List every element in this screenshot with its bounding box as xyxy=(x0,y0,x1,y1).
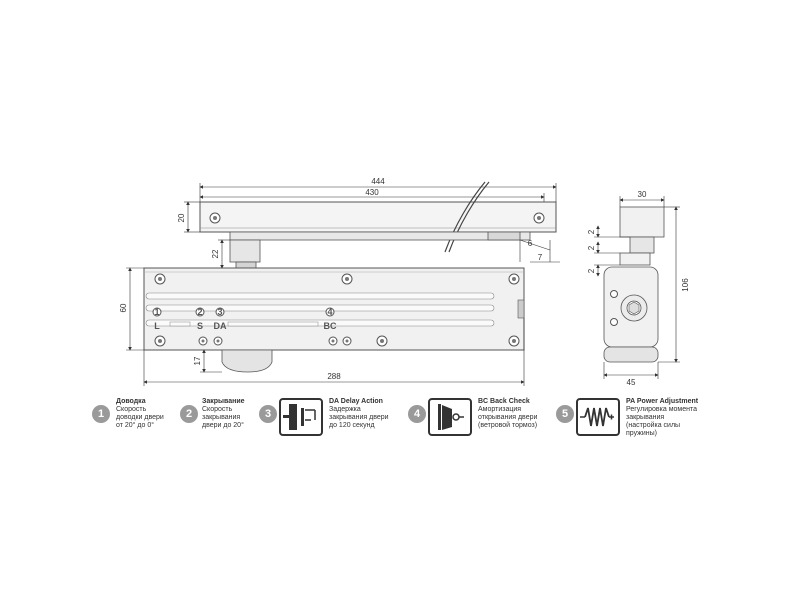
legend-line: от 20° до 0° xyxy=(116,422,155,429)
dim-6: 6 xyxy=(528,239,533,248)
side-view xyxy=(603,206,665,363)
closer-body: 1 2 3 4 L S DA BC xyxy=(143,267,525,373)
legend-text-3: DA Delay Action Задержка закрывания двер… xyxy=(329,398,399,430)
legend-number-1: 1 xyxy=(92,405,110,423)
dim-444: 444 xyxy=(371,177,385,186)
door-delay-icon xyxy=(279,398,323,436)
label-l: L xyxy=(154,321,160,331)
legend-title-1: Доводка xyxy=(116,398,146,405)
dim-2-top: 2 xyxy=(587,229,596,234)
legend-line: закрывания двери xyxy=(329,414,389,421)
door-backcheck-svg xyxy=(438,404,464,430)
dim-7: 7 xyxy=(538,253,543,262)
legend-line: Амортизация xyxy=(478,406,522,413)
legend-number-4: 4 xyxy=(408,405,426,423)
legend-line: Регулировка момента xyxy=(626,406,698,413)
valve-number-2: 2 xyxy=(197,307,202,317)
valve-3-icon: 3 xyxy=(215,307,225,317)
valve-number-4: 4 xyxy=(327,307,332,317)
legend-title-2: Закрывание xyxy=(202,398,245,405)
dim-288: 288 xyxy=(327,372,341,381)
legend-item-1: 1 Доводка Скорость доводки двери от 20° … xyxy=(92,398,182,442)
label-bc: BC xyxy=(324,321,337,331)
legend-line: закрывания xyxy=(202,414,241,421)
legend-line: (ветровой тормоз) xyxy=(478,422,538,429)
legend-line: пружины) xyxy=(626,430,658,437)
legend-line: доводки двери xyxy=(116,414,164,421)
dim-45: 45 xyxy=(627,378,636,387)
door-delay-svg xyxy=(283,404,316,430)
legend-item-4: 4 BC Back Check Амортизация открывания д… xyxy=(408,398,558,442)
legend-title-4: BC Back Check xyxy=(478,398,530,405)
valve-number-3: 3 xyxy=(217,307,222,317)
dim-60: 60 xyxy=(119,303,128,312)
legend-line: двери до 20° xyxy=(202,422,244,429)
door-backcheck-icon xyxy=(428,398,472,436)
dim-22: 22 xyxy=(211,249,220,258)
legend-line: Скорость xyxy=(116,406,147,413)
front-dimensions xyxy=(126,183,560,386)
side-dimension-labels: 30 2 2 2 106 45 xyxy=(587,190,690,387)
valve-2-icon: 2 xyxy=(195,307,205,317)
legend-item-3: 3 DA Delay Action Задержка закрывания дв… xyxy=(259,398,394,442)
dim-30: 30 xyxy=(638,190,647,199)
legend-number-3: 3 xyxy=(259,405,277,423)
legend-line: Задержка xyxy=(329,406,361,413)
dim-106: 106 xyxy=(681,278,690,292)
legend-text-5: PA Power Adjustment Регулировка момента … xyxy=(626,398,718,438)
legend-line: (настройка силы xyxy=(626,422,681,429)
spring-power-icon xyxy=(576,398,620,436)
legend-line: открывания двери xyxy=(478,414,538,421)
dim-17: 17 xyxy=(193,356,202,365)
legend-line: до 120 секунд xyxy=(329,422,375,429)
label-da: DA xyxy=(214,321,227,331)
legend-line: закрывания xyxy=(626,414,665,421)
dim-430: 430 xyxy=(365,188,379,197)
spring-power-svg xyxy=(580,407,614,427)
legend-line: Скорость xyxy=(202,406,233,413)
legend-title-3: DA Delay Action xyxy=(329,398,383,405)
legend-item-5: 5 PA Power Adjustment Регулировка момент… xyxy=(556,398,716,442)
side-dimensions xyxy=(594,196,680,379)
arm-assembly xyxy=(199,181,557,269)
dim-20: 20 xyxy=(177,213,186,222)
legend-title-5: PA Power Adjustment xyxy=(626,398,699,405)
legend-text-4: BC Back Check Амортизация открывания две… xyxy=(478,398,558,430)
legend-item-2: 2 Закрывание Скорость закрывания двери д… xyxy=(180,398,270,442)
valve-4-icon: 4 xyxy=(325,307,335,317)
legend-number-5: 5 xyxy=(556,405,574,423)
valve-number-1: 1 xyxy=(154,307,159,317)
legend-text-1: Доводка Скорость доводки двери от 20° до… xyxy=(116,398,164,430)
front-dimension-labels: 444 430 20 22 6 7 60 17 288 xyxy=(119,177,543,381)
dim-2-low: 2 xyxy=(587,268,596,273)
legend-number-2: 2 xyxy=(180,405,198,423)
dim-2-mid: 2 xyxy=(587,245,596,250)
valve-1-icon: 1 xyxy=(152,307,162,317)
legend-text-2: Закрывание Скорость закрывания двери до … xyxy=(202,398,245,430)
label-s: S xyxy=(197,321,203,331)
